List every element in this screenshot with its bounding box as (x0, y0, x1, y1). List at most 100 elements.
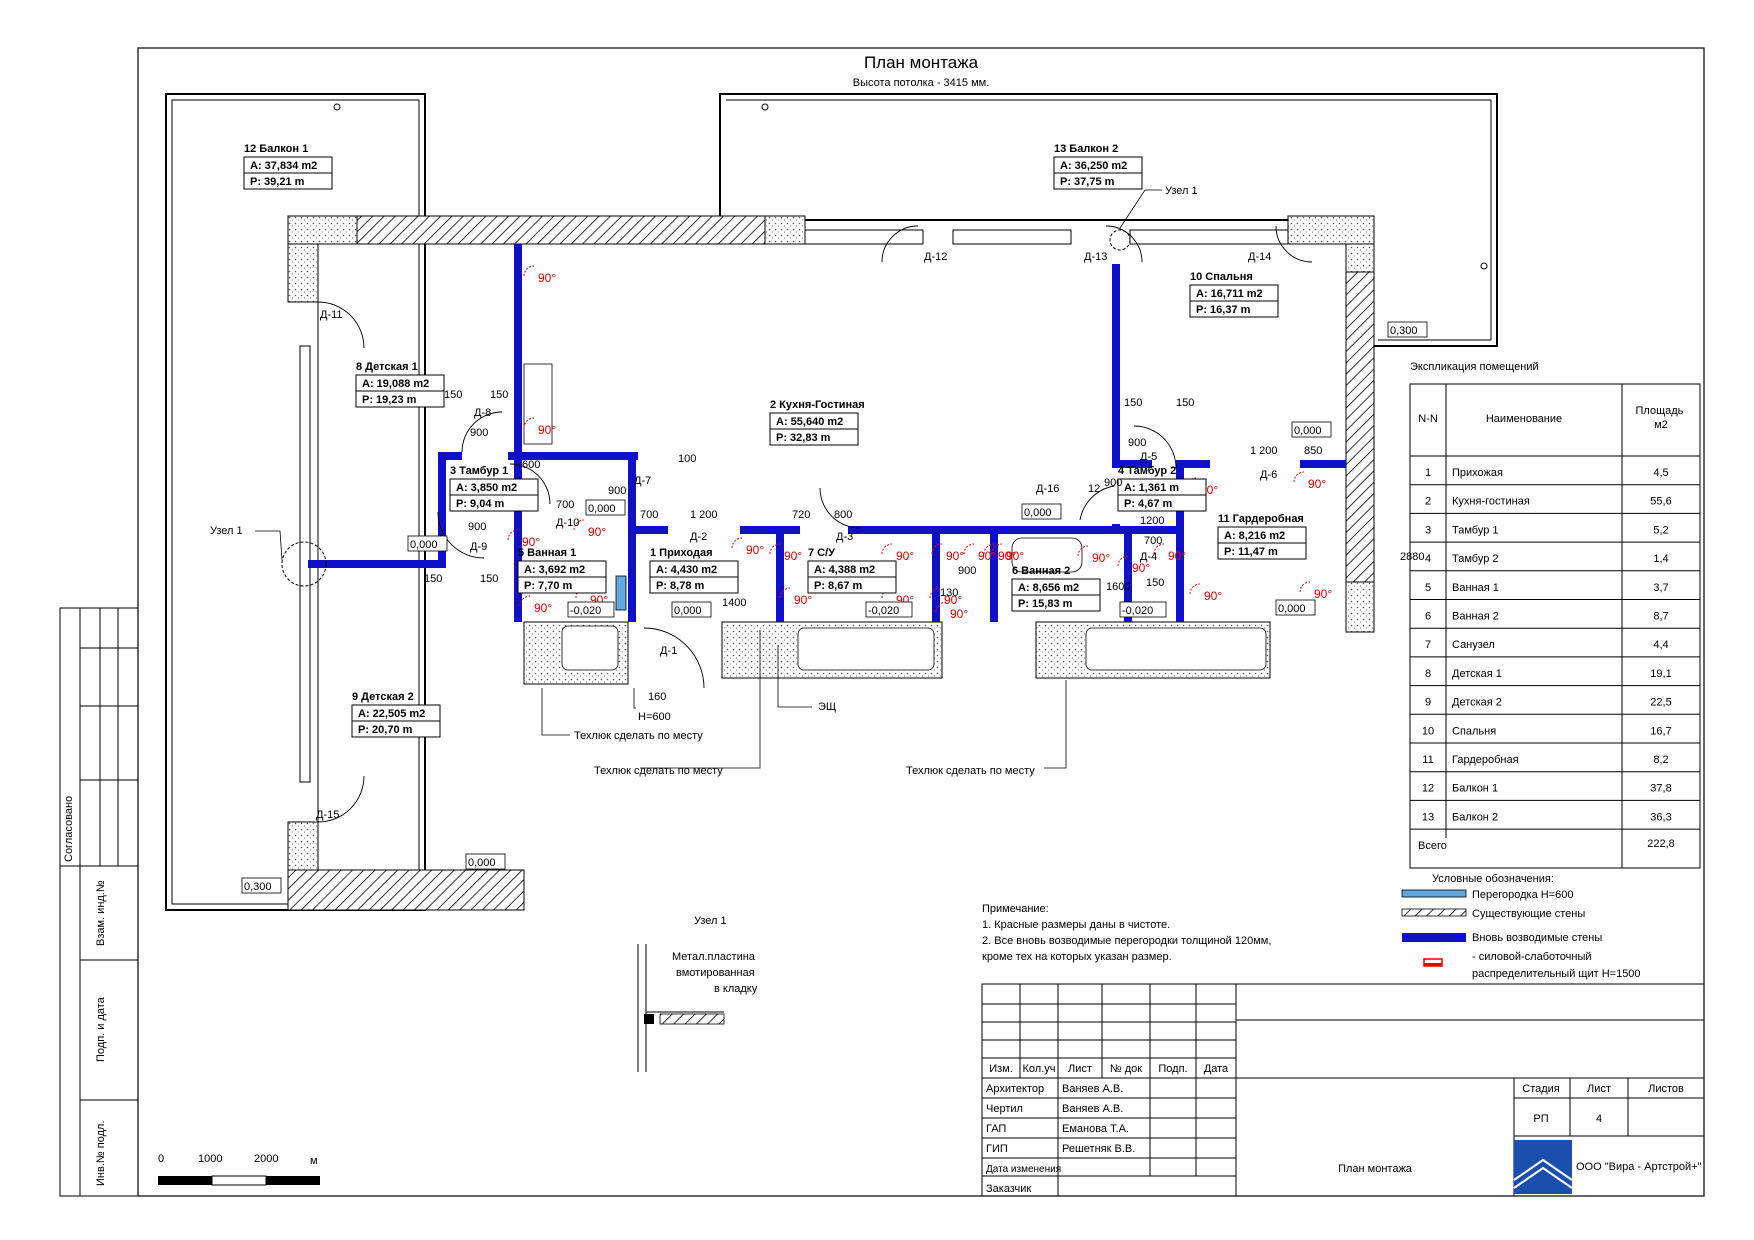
svg-text:-0,020: -0,020 (1122, 605, 1153, 617)
svg-text:55,6: 55,6 (1650, 496, 1671, 508)
svg-text:3,7: 3,7 (1653, 582, 1668, 594)
room-perimeter: P: 8,67 m (814, 580, 863, 592)
right-angle-mark: 90° (1293, 471, 1326, 491)
svg-text:8: 8 (1425, 668, 1431, 680)
room-perimeter: P: 8,78 m (656, 580, 705, 592)
right-angle-mark: 90° (881, 543, 914, 563)
svg-text:90°: 90° (538, 423, 556, 437)
right-angle-mark: 90° (519, 595, 552, 615)
svg-text:90°: 90° (1006, 549, 1024, 563)
room-area: A: 55,640 m2 (776, 416, 843, 428)
svg-text:Ваняев А.В.: Ваняев А.В. (1062, 1083, 1123, 1095)
room-name: 4 Тамбур 2 (1118, 465, 1176, 477)
plan-subtitle: Высота потолка - 3415 мм. (853, 77, 990, 89)
svg-text:4,5: 4,5 (1653, 467, 1668, 479)
dimension-value: 600 (522, 459, 540, 471)
svg-text:12: 12 (1422, 783, 1434, 795)
stamp-label: Подп. и дата (95, 996, 107, 1062)
right-angle-mark: 90° (523, 265, 556, 285)
svg-text:Балкон 2: Балкон 2 (1452, 811, 1498, 823)
legend-label: Вновь возводимые стены (1472, 932, 1602, 944)
door-label: Д-1 (660, 645, 677, 657)
dimension-value: 2880 (1400, 551, 1424, 563)
dimension-value: 150 (1146, 577, 1164, 589)
drain-icon (1480, 262, 1488, 270)
room-name: 13 Балкон 2 (1054, 143, 1118, 155)
callout-uzel-top: Узел 1 (1165, 185, 1198, 197)
svg-text:0,000: 0,000 (1294, 425, 1322, 437)
svg-text:Решетняк В.В.: Решетняк В.В. (1062, 1143, 1135, 1155)
explication-total-value: 222,8 (1647, 838, 1675, 850)
room-name: 6 Ванная 2 (1012, 565, 1070, 577)
company-name: ООО "Вира - Артстрой+" (1576, 1161, 1702, 1173)
dimension-value: 1 200 (690, 509, 718, 521)
svg-text:8,2: 8,2 (1653, 754, 1668, 766)
existing-walls (287, 215, 1375, 911)
room-area: A: 37,834 m2 (250, 160, 317, 172)
svg-text:5,2: 5,2 (1653, 524, 1668, 536)
company-logo (1513, 1140, 1573, 1194)
svg-text:ГАП: ГАП (986, 1123, 1006, 1135)
room-name: 8 Детская 1 (356, 361, 418, 373)
title-block-header: Кол.уч (1023, 1063, 1056, 1075)
stage-header: Листов (1648, 1083, 1684, 1095)
right-angle-mark: 90° (991, 543, 1024, 563)
svg-text:37,8: 37,8 (1650, 783, 1671, 795)
room-name: 12 Балкон 1 (244, 143, 308, 155)
svg-text:Тамбур 2: Тамбур 2 (1452, 553, 1499, 565)
detail-title: Узел 1 (694, 915, 727, 927)
stamp-label: Взам. инд.№ (95, 880, 107, 946)
svg-text:90°: 90° (534, 601, 552, 615)
svg-text:Детская 1: Детская 1 (1452, 668, 1502, 680)
explication-header-name: Наименование (1486, 413, 1562, 425)
drain-icon (761, 103, 769, 111)
svg-text:0,000: 0,000 (468, 857, 496, 869)
dimension-value: 900 (1104, 477, 1122, 489)
svg-text:90°: 90° (946, 549, 964, 563)
door-label: Д-5 (1140, 451, 1157, 463)
room-name: 3 Тамбур 1 (450, 465, 508, 477)
svg-text:36,3: 36,3 (1650, 811, 1671, 823)
stage-value: РП (1533, 1113, 1548, 1125)
room-area: A: 8,216 m2 (1224, 530, 1285, 542)
dimension-value: 12 (1088, 483, 1100, 495)
dimension-value: 700 (556, 499, 574, 511)
svg-text:Спальня: Спальня (1452, 725, 1496, 737)
dimension-value: 130 (940, 587, 958, 599)
svg-text:11: 11 (1422, 754, 1433, 766)
room-label: 6 Ванная 2A: 8,656 m2P: 15,83 m (1011, 565, 1101, 612)
room-perimeter: P: 32,83 m (776, 432, 831, 444)
room-perimeter: P: 19,23 m (362, 394, 417, 406)
dimension-value: 150 (444, 389, 462, 401)
room-area: A: 19,088 m2 (362, 378, 429, 390)
level-mark: 0,000 (585, 499, 626, 516)
title-block-role-row: Дата изменения (986, 1164, 1061, 1175)
door-label: Д-15 (316, 809, 339, 821)
svg-text:90°: 90° (998, 549, 1016, 563)
explication-table: N-N Наименование Площадь м2 (1409, 383, 1701, 869)
explication-title: Экспликация помещений (1410, 361, 1539, 373)
plan-title: План монтажа (864, 53, 979, 72)
right-angle-mark: 90° (1117, 555, 1150, 575)
svg-text:Ваняев А.В.: Ваняев А.В. (1062, 1103, 1123, 1115)
level-mark: 0,000 (671, 601, 712, 618)
svg-text:90°: 90° (896, 549, 914, 563)
side-stamp (59, 607, 139, 1197)
room-perimeter: P: 7,70 m (524, 580, 573, 592)
node-callout-circle (1109, 229, 1131, 251)
svg-text:90°: 90° (1092, 551, 1110, 565)
svg-text:90°: 90° (1308, 477, 1326, 491)
room-area: A: 4,430 m2 (656, 564, 717, 576)
title-block-header: № док (1110, 1063, 1142, 1075)
scale-tick: 2000 (254, 1153, 278, 1165)
svg-text:90°: 90° (944, 593, 962, 607)
sheet-name: План монтажа (1338, 1163, 1413, 1175)
right-angle-mark: 90° (1299, 581, 1332, 601)
